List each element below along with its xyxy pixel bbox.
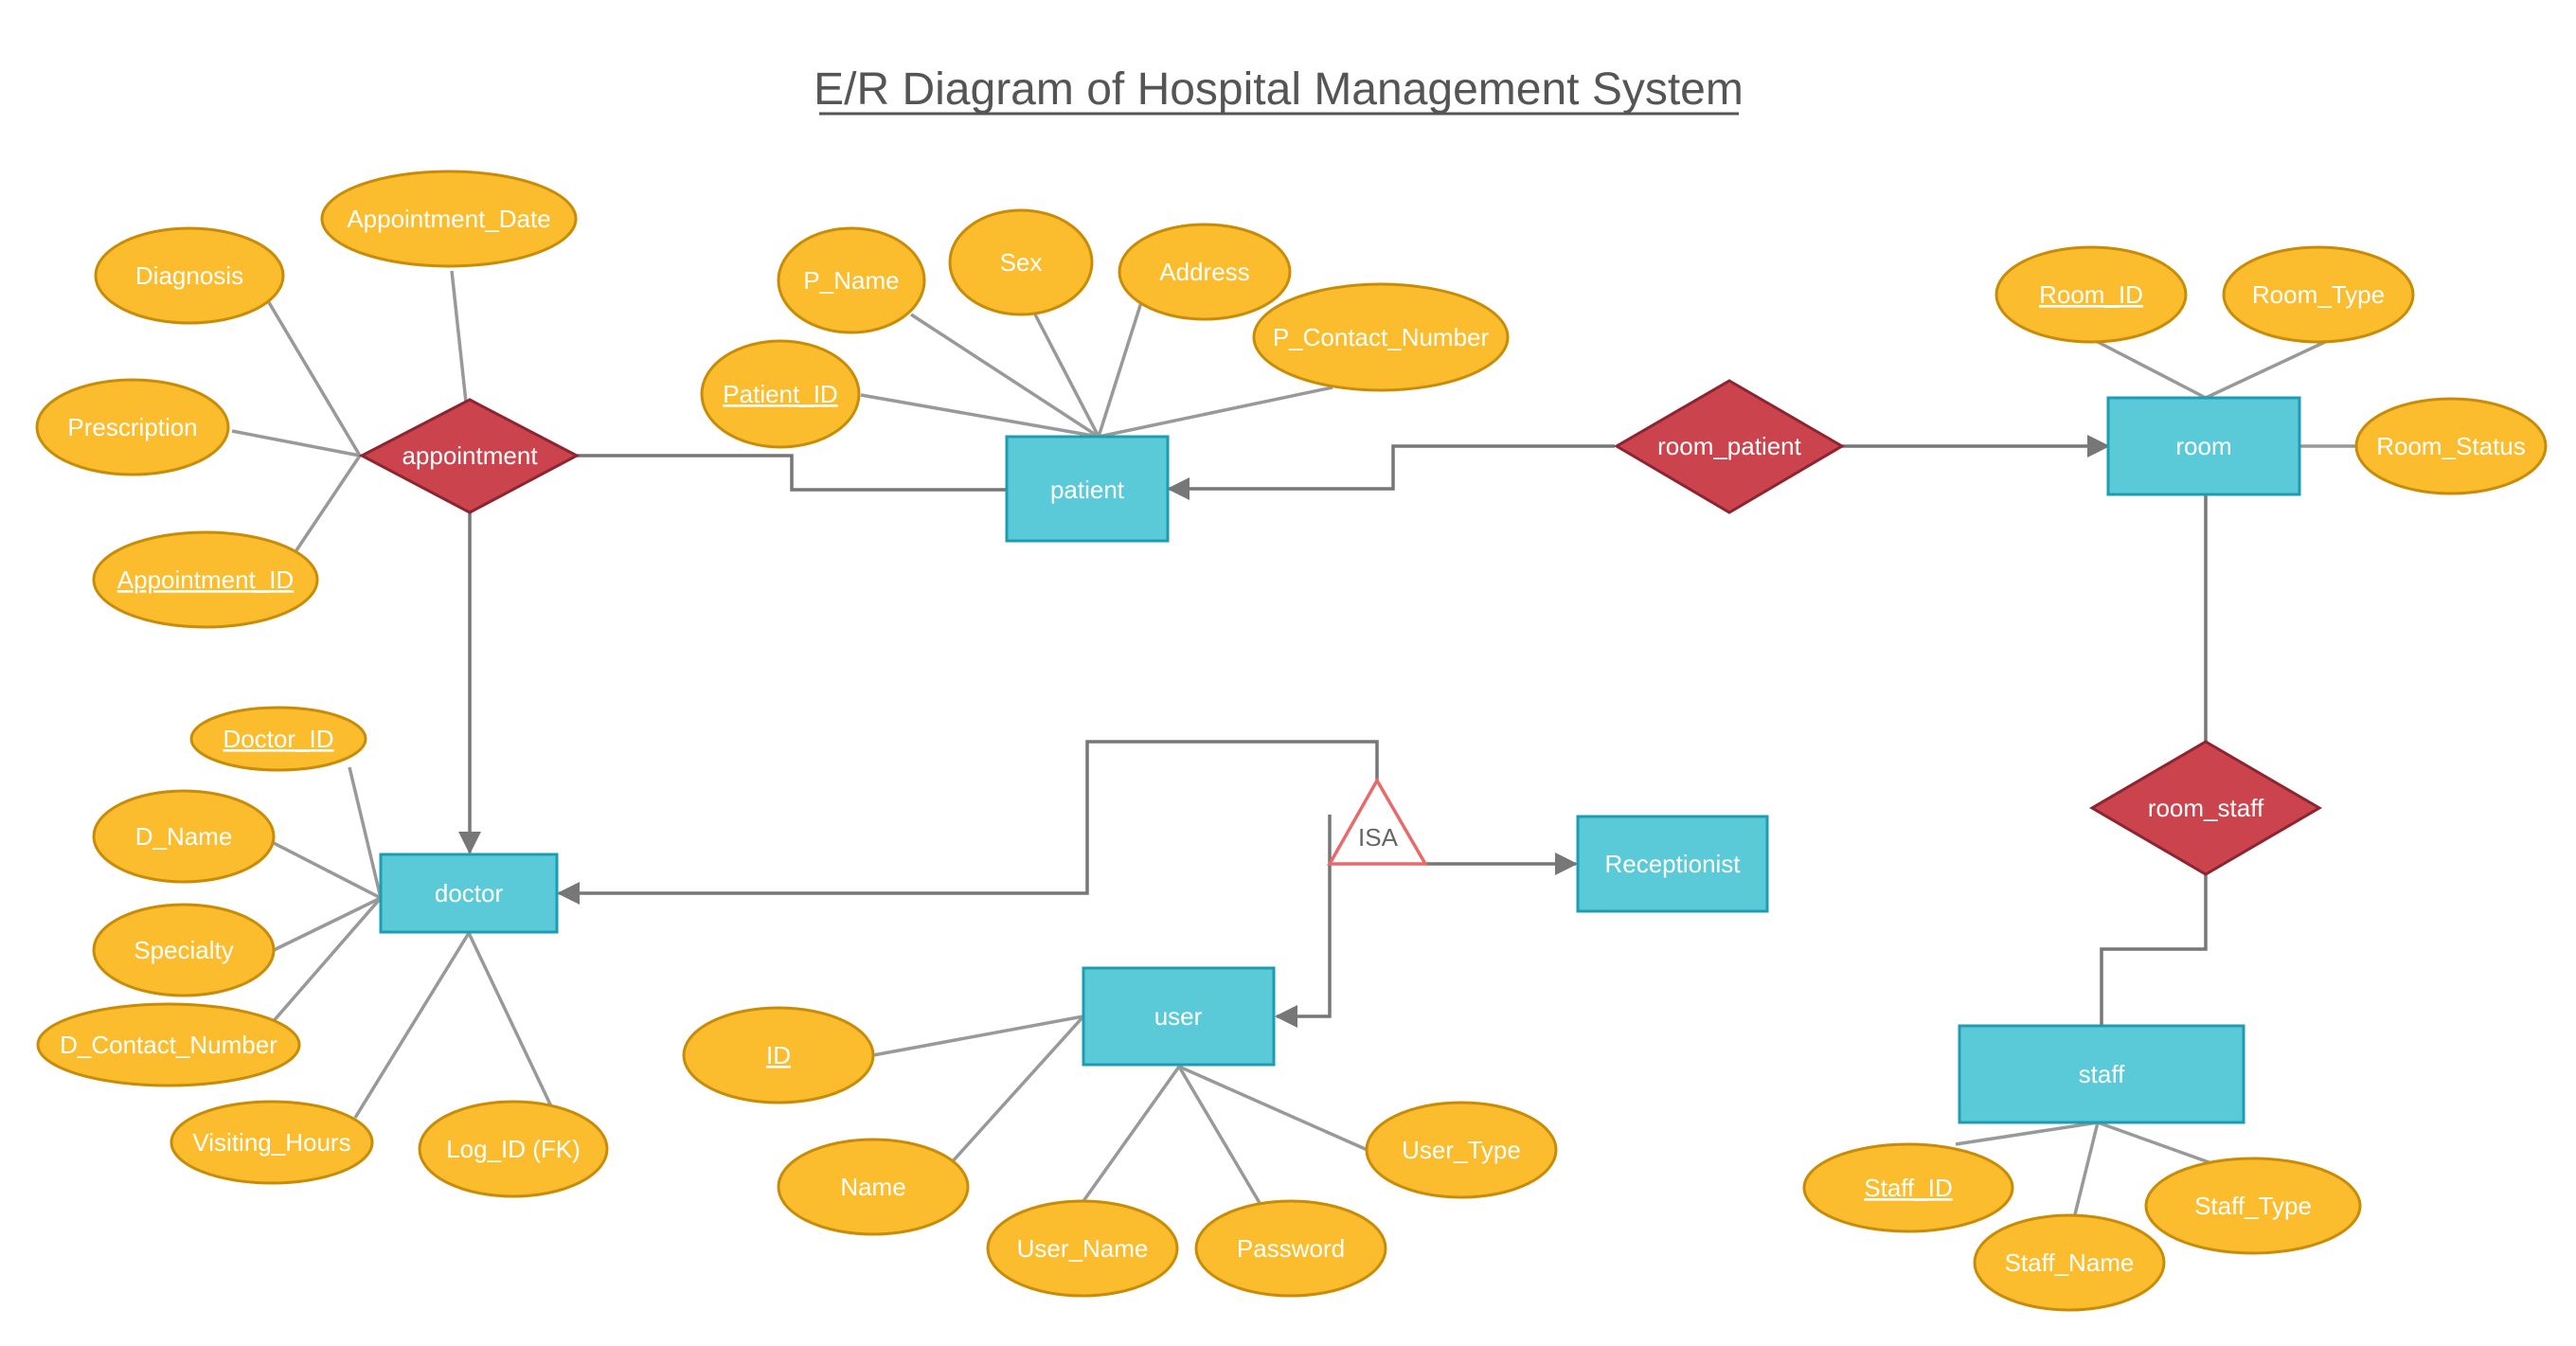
attr-room-status[interactable]: Room_Status — [2354, 397, 2548, 495]
attribute-label: User_Name — [1017, 1234, 1149, 1263]
attribute-label-key: Staff_ID — [1864, 1174, 1952, 1202]
attribute-label: Prescription — [67, 413, 197, 441]
attribute-label: Specialty — [134, 936, 234, 964]
attribute-label: Visiting_Hours — [192, 1128, 350, 1157]
attr-user-type[interactable]: User_Type — [1365, 1101, 1558, 1199]
relationship-room-patient[interactable]: room_patient — [1614, 379, 1845, 514]
attribute-edges — [231, 270, 2364, 1219]
attribute-label-key: Doctor_ID — [223, 725, 333, 753]
attr-d-contact-number[interactable]: D_Contact_Number — [36, 1002, 301, 1087]
attribute-label: P_Contact_Number — [1273, 323, 1490, 351]
attr-appointment-id[interactable]: Appointment_ID — [92, 530, 319, 629]
attr-diagnosis[interactable]: Diagnosis — [94, 226, 285, 325]
entity-label: user — [1154, 1002, 1203, 1031]
attribute-label-key: Patient_ID — [723, 380, 837, 408]
attribute-label: Staff_Type — [2194, 1192, 2312, 1220]
attr-id[interactable]: ID — [682, 1006, 875, 1104]
entity-label: doctor — [435, 879, 504, 907]
attr-room-type[interactable]: Room_Type — [2222, 245, 2415, 344]
attribute-label: Sex — [1000, 248, 1043, 277]
attr-staff-name[interactable]: Staff_Name — [1973, 1213, 2166, 1312]
entity-user[interactable]: user — [1082, 966, 1276, 1067]
attr-specialty[interactable]: Specialty — [92, 903, 276, 997]
entity-staff[interactable]: staff — [1958, 1024, 2245, 1124]
relationship-label: room_staff — [2148, 794, 2264, 822]
attribute-label: Address — [1159, 258, 1249, 286]
attribute-label: Password — [1237, 1234, 1345, 1263]
attribute-label: User_Type — [1402, 1136, 1521, 1164]
entity-patient[interactable]: patient — [1005, 435, 1170, 543]
attr-password[interactable]: Password — [1194, 1199, 1387, 1298]
attribute-label-key: Appointment_ID — [117, 565, 294, 594]
attribute-label: D_Contact_Number — [60, 1031, 277, 1059]
entity-room[interactable]: room — [2106, 396, 2301, 496]
attr-staff-type[interactable]: Staff_Type — [2144, 1157, 2362, 1255]
entity-doctor[interactable]: doctor — [379, 852, 559, 934]
attribute-label: Room_Status — [2376, 432, 2526, 460]
attribute-label: Room_Type — [2252, 280, 2385, 309]
isa-label: ISA — [1358, 823, 1399, 852]
entity-label: room — [2175, 432, 2231, 460]
attribute-label: Diagnosis — [135, 261, 243, 290]
attr-staff-id[interactable]: Staff_ID — [1802, 1142, 2014, 1233]
relationship-room-staff[interactable]: room_staff — [2089, 740, 2322, 876]
attr-sex[interactable]: Sex — [948, 208, 1094, 316]
relationship-label: appointment — [402, 441, 538, 470]
attribute-label: D_Name — [135, 822, 233, 851]
attr-address[interactable]: Address — [1118, 223, 1292, 321]
relationship-label: room_patient — [1657, 432, 1802, 460]
attr-doctor-id[interactable]: Doctor_ID — [189, 706, 367, 772]
relationship-appointment[interactable]: appointment — [358, 398, 581, 514]
attr-prescription[interactable]: Prescription — [35, 378, 230, 476]
attribute-label: Name — [840, 1173, 905, 1201]
page-title: E/R Diagram of Hospital Management Syste… — [814, 64, 1744, 115]
attr-visiting-hours[interactable]: Visiting_Hours — [170, 1100, 374, 1185]
attribute-label: Log_ID (FK) — [446, 1135, 581, 1163]
attr-room-id[interactable]: Room_ID — [1995, 245, 2188, 344]
entity-label: staff — [2079, 1060, 2125, 1088]
attr-patient-id[interactable]: Patient_ID — [700, 339, 861, 449]
attribute-label: Staff_Name — [2005, 1248, 2135, 1277]
entity-label: patient — [1050, 476, 1125, 504]
relationship-connectors — [458, 435, 2208, 1028]
attr-d-name[interactable]: D_Name — [92, 789, 276, 884]
attr-p-contact-number[interactable]: P_Contact_Number — [1252, 282, 1510, 392]
attr-p-name[interactable]: P_Name — [777, 226, 926, 334]
attribute-label-key: Room_ID — [2039, 280, 2143, 309]
attr-user-name[interactable]: User_Name — [986, 1199, 1179, 1298]
entity-label: Receptionist — [1604, 850, 1741, 878]
attr-appointment-date[interactable]: Appointment_Date — [320, 170, 578, 268]
attr-log-id[interactable]: Log_ID (FK) — [418, 1100, 609, 1198]
isa-triangle[interactable]: ISA — [1326, 777, 1429, 866]
attribute-label: Appointment_Date — [347, 205, 550, 233]
attribute-label: P_Name — [803, 266, 899, 295]
attribute-label-key: ID — [766, 1041, 791, 1069]
attr-name[interactable]: Name — [777, 1138, 970, 1236]
entity-receptionist[interactable]: Receptionist — [1576, 815, 1769, 913]
